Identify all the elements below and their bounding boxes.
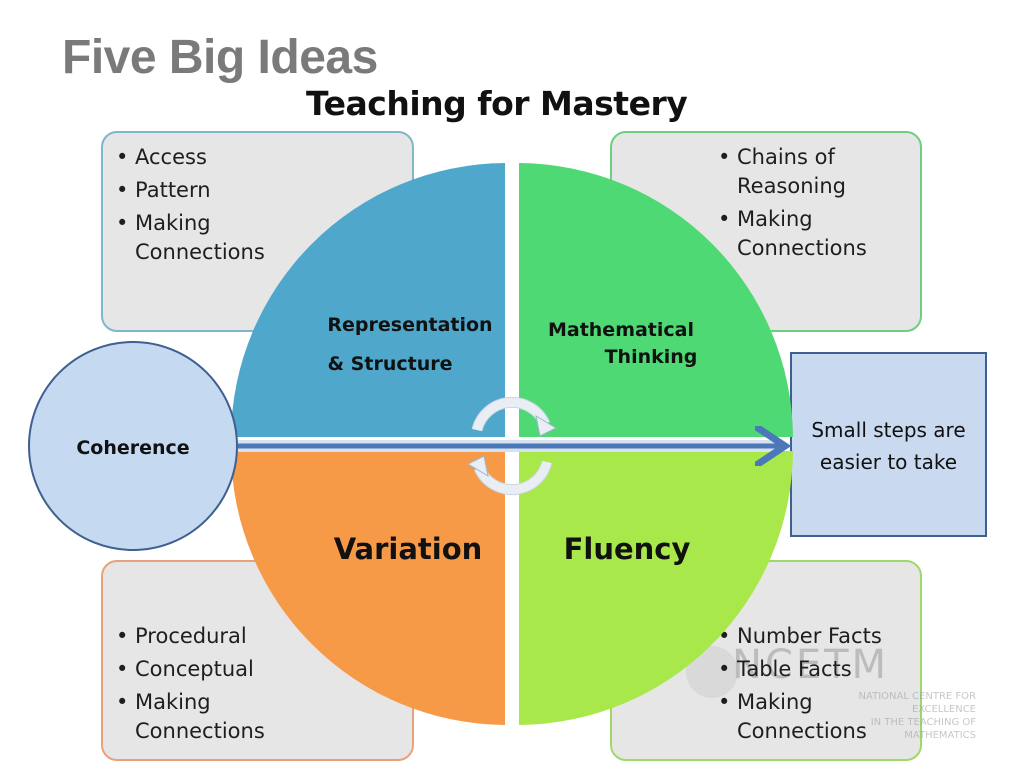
diagram-title: Teaching for Mastery <box>306 84 688 123</box>
bullet-item: Making Connections <box>116 688 296 746</box>
bullet-item: Pattern <box>116 176 296 205</box>
bullet-list-top-left: Access Pattern Making Connections <box>116 143 296 271</box>
label-mathematical: Mathematical <box>548 319 694 341</box>
bullet-item: Making Connections <box>718 688 898 746</box>
bullet-item: Procedural <box>116 622 296 651</box>
bullet-item: Making Connections <box>718 205 888 263</box>
bullet-item: Conceptual <box>116 655 296 684</box>
bullet-item: Chains of Reasoning <box>718 143 888 201</box>
quadrant-mathematical-thinking <box>519 163 793 437</box>
bullet-list-top-right: Chains of Reasoning Making Connections <box>718 143 888 267</box>
bullet-item: Access <box>116 143 296 172</box>
label-variation: Variation <box>334 532 483 566</box>
logo-tagline: National Centre for Excellence in the Te… <box>858 691 976 741</box>
small-steps-box <box>790 352 987 537</box>
quadrant-representation-structure <box>231 163 505 437</box>
bullet-list-bottom-right: Number Facts Table Facts Making Connecti… <box>718 622 898 750</box>
bullet-list-bottom-left: Procedural Conceptual Making Connections <box>116 622 296 750</box>
small-steps-text: Small steps are easier to take <box>811 418 966 474</box>
label-thinking: Thinking <box>605 346 698 368</box>
bullet-item: Making Connections <box>116 209 296 267</box>
quadrant-variation <box>231 451 505 725</box>
page-title: Five Big Ideas <box>62 31 378 84</box>
bullet-item: Number Facts <box>718 622 898 651</box>
cycle-arrows-icon <box>466 396 558 496</box>
label-representation: Representation <box>327 314 492 336</box>
label-structure: & Structure <box>328 353 453 375</box>
bullet-item: Table Facts <box>718 655 898 684</box>
coherence-circle <box>28 341 238 551</box>
label-fluency: Fluency <box>564 532 691 566</box>
quadrant-fluency <box>519 451 793 725</box>
label-coherence: Coherence <box>76 437 189 459</box>
